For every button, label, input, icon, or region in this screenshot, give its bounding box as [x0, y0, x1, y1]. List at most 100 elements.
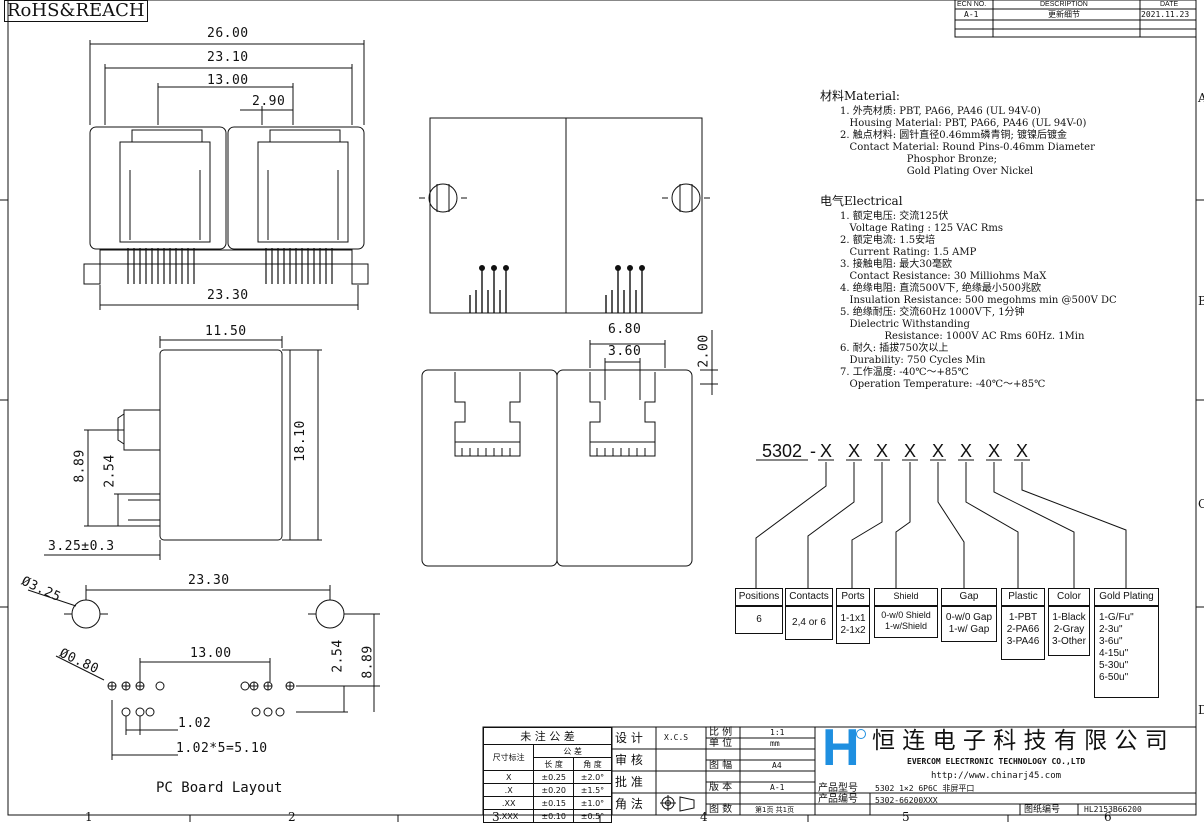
pcb-dim-1-02: 1.02: [178, 716, 212, 731]
tol-cell: .XX: [482, 796, 535, 810]
tol-cell: ±0.15: [533, 796, 574, 810]
dim-3-60: 3.60: [608, 344, 642, 359]
scale-value: 1:1: [770, 728, 785, 737]
unit-label: 单 位: [709, 738, 733, 749]
option-ports-values: 1-1x1 2-1x2: [836, 606, 870, 644]
part-dash: -: [810, 441, 816, 461]
drawing-label: 图纸编号: [1024, 805, 1061, 815]
dim-3-25: 3.25±0.3: [48, 539, 115, 554]
dim-13: 13.00: [207, 73, 249, 88]
rev-ecn: A-1: [964, 10, 979, 19]
option-value: 1-Black: [1052, 612, 1086, 623]
tol-cell: ±0.25: [533, 770, 574, 784]
zone-c: C: [1198, 497, 1204, 511]
material-line: Phosphor Bronze;: [840, 154, 998, 165]
table-row: .XX±0.15±1.0°: [482, 796, 613, 810]
electrical-line: Dielectric Withstanding: [840, 319, 970, 330]
rev-date: 2021.11.23: [1141, 10, 1190, 19]
dim-26: 26.00: [207, 26, 249, 41]
tol-cell: ±1.0°: [572, 796, 613, 810]
registered-icon: [856, 729, 866, 739]
table-row: .XXX±0.10±0.5°: [482, 809, 613, 823]
part-slot: X: [820, 441, 833, 461]
option-gap-values: 0-w/0 Gap 1-w/ Gap: [941, 606, 997, 642]
tol-cell: .XXX: [482, 809, 535, 823]
option-shield-values: 0-w/0 Shield 1-w/Shield: [874, 606, 938, 638]
model-value: 5302 1×2 6P6C 非屏平口: [875, 784, 975, 793]
option-plastic-values: 1-PBT 2-PA66 3-PA46: [1001, 606, 1045, 660]
option-value: 0-w/0 Gap: [945, 612, 993, 623]
approve-label: 批 准: [615, 775, 643, 789]
option-value: 2-3u": [1099, 624, 1123, 635]
dim-8-89: 8.89: [72, 449, 88, 483]
tol-ang: 角 度: [572, 757, 613, 771]
pcb-dim-2-54: 2.54: [330, 639, 346, 673]
company-url: http://www.chinarj45.com: [931, 771, 1062, 781]
model-label: 产品型号: [818, 783, 858, 794]
design-value: X.C.S: [664, 733, 689, 742]
electrical-line: 2. 额定电流: 1.5安培: [840, 235, 936, 246]
material-line: Contact Material: Round Pins-0.46mm Diam…: [840, 142, 1095, 153]
material-list: 1. 外壳材质: PBT, PA66, PA46 (UL 94V-0) Hous…: [840, 106, 1095, 178]
company-name-en: EVERCOM ELECTRONIC TECHNOLOGY CO.,LTD: [907, 757, 1086, 766]
angle-label: 角 法: [615, 797, 643, 811]
tol-cell: ±2.0°: [572, 770, 613, 784]
material-line: Housing Material: PBT, PA66, PA46 (UL 94…: [840, 118, 1087, 129]
option-color-values: 1-Black 2-Gray 3-Other: [1048, 606, 1090, 656]
tol-cell: ±1.5°: [572, 783, 613, 797]
pcb-dim-23-30: 23.30: [188, 573, 230, 588]
tolerance-table: 未 注 公 差 尺寸标注 公 差 长 度 角 度 X±0.25±2.0° .X±…: [482, 727, 613, 823]
electrical-line: 5. 绝缘耐压: 交流60Hz 1000V下, 1分钟: [840, 307, 1025, 318]
code-label: 产品编号: [818, 794, 858, 805]
unit-value: mm: [770, 739, 780, 748]
option-gap: Gap: [941, 588, 997, 606]
rev-header-ecn: ECN NO.: [957, 1, 987, 8]
pcb-title: PC Board Layout: [156, 780, 283, 796]
option-value: 1-1x1: [840, 613, 866, 624]
material-line: 1. 外壳材质: PBT, PA66, PA46 (UL 94V-0): [840, 106, 1041, 117]
version-label: 版 本: [709, 782, 733, 793]
pcb-layout: [27, 585, 380, 760]
option-value: 1-G/Fu": [1099, 612, 1134, 623]
part-slot: X: [1016, 441, 1029, 461]
option-value: 1-w/Shield: [884, 621, 928, 631]
sheets-value: 第1页 共1页: [755, 806, 795, 814]
option-shield: Shield: [874, 588, 938, 606]
dim-2-54: 2.54: [102, 454, 118, 488]
part-slot: X: [876, 441, 889, 461]
check-label: 审 核: [615, 753, 643, 767]
material-line: 2. 触点材料: 圆针直径0.46mm磷青铜; 镀镍后镀金: [840, 130, 1068, 141]
rev-header-desc: DESCRIPTION: [1040, 1, 1088, 8]
option-value: 2-PA66: [1006, 624, 1040, 635]
part-slot: X: [960, 441, 973, 461]
option-contacts: Contacts: [785, 588, 833, 606]
pcb-dim-pitch: 1.02*5=5.10: [176, 741, 268, 756]
pcb-dim-8-89: 8.89: [360, 645, 376, 679]
option-value: 1-PBT: [1008, 612, 1038, 623]
part-slot: X: [848, 441, 861, 461]
option-color: Color: [1048, 588, 1090, 606]
electrical-title: 电气Electrical: [820, 194, 903, 208]
electrical-line: Insulation Resistance: 500 megohms min @…: [840, 295, 1117, 306]
part-leaders: [755, 459, 1127, 588]
tol-cell: ±0.20: [533, 783, 574, 797]
option-gold-plating: Gold Plating: [1094, 588, 1159, 606]
zone-d: D: [1198, 703, 1204, 717]
code-value: 5302-66200XXX: [875, 796, 938, 805]
pcb-dim-13: 13.00: [190, 646, 232, 661]
electrical-line: Operation Temperature: -40℃～+85℃: [840, 379, 1046, 390]
option-value: 3-Other: [1052, 636, 1086, 647]
table-row: X±0.25±2.0°: [482, 770, 613, 784]
electrical-line: Durability: 750 Cycles Min: [840, 355, 986, 366]
part-prefix: 5302: [762, 441, 803, 461]
electrical-line: 6. 耐久: 插拔750次以上: [840, 343, 949, 354]
tol-len: 长 度: [533, 757, 574, 771]
tol-cell: ±0.10: [533, 809, 574, 823]
option-value: 2-1x2: [840, 625, 866, 636]
tol-title: 未 注 公 差: [483, 727, 612, 745]
size-label: 图 幅: [709, 760, 733, 771]
dim-2-90: 2.90: [252, 94, 286, 109]
part-slot: X: [932, 441, 945, 461]
front-view: [83, 40, 369, 310]
